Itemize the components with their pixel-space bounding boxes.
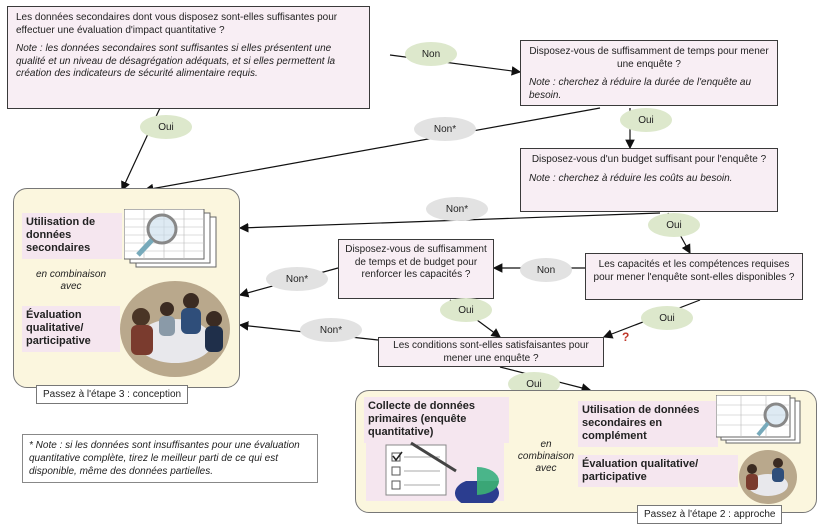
answer-non-star: Non*	[300, 318, 362, 342]
outcome-panel-primary: Collecte de données primaires (enquête q…	[355, 390, 817, 513]
question-text: Les conditions sont-elles satisfaisantes…	[393, 340, 589, 364]
question-text: Disposez-vous de suffisamment de temps e…	[345, 244, 487, 280]
question-text: Disposez-vous de suffisamment de temps p…	[529, 46, 769, 70]
answer-non-star: Non*	[426, 197, 488, 221]
answer-non: Non	[520, 258, 572, 282]
footnote: * Note : si les données sont insuffisant…	[22, 434, 318, 483]
question-build-capacity: Disposez-vous de suffisamment de temps e…	[338, 239, 494, 299]
participatory-group-icon	[739, 450, 797, 504]
question-note: Note : cherchez à réduire les coûts au b…	[529, 172, 733, 184]
data-sheet-icon	[124, 209, 217, 268]
card-qualitative: Évaluation qualitative/ participative	[22, 306, 120, 352]
question-text: Les données secondaires dont vous dispos…	[16, 12, 338, 36]
card-qualitative: Évaluation qualitative/ participative	[578, 455, 738, 488]
question-conditions: Les conditions sont-elles satisfaisantes…	[378, 337, 604, 367]
edge-q2-no	[143, 107, 601, 194]
question-note: Note : cherchez à réduire la durée de l'…	[529, 77, 752, 101]
question-capacities: Les capacités et les compétences requise…	[585, 253, 803, 300]
answer-non-star: Non*	[266, 267, 328, 291]
answer-non: Non	[405, 42, 457, 66]
question-mark: ?	[622, 330, 630, 344]
data-sheet-icon	[716, 395, 801, 444]
card-secondary-complement: Utilisation de données secondaires en co…	[578, 401, 718, 447]
question-budget: Disposez-vous d'un budget suffisant pour…	[520, 148, 778, 212]
answer-oui: Oui	[620, 108, 672, 132]
question-secondary-data: Les données secondaires dont vous dispos…	[7, 6, 370, 109]
next-step-approach[interactable]: Passez à l'étape 2 : approche	[637, 505, 783, 524]
answer-oui: Oui	[641, 306, 693, 330]
survey-form-icon	[366, 441, 504, 503]
answer-oui: Oui	[140, 115, 192, 139]
question-text: Disposez-vous d'un budget suffisant pour…	[531, 154, 767, 165]
question-time: Disposez-vous de suffisamment de temps p…	[520, 40, 778, 106]
answer-oui: Oui	[440, 298, 492, 322]
card-secondary-data: Utilisation de données secondaires	[22, 213, 122, 259]
combo-text: en combinaison avec	[35, 269, 107, 292]
combo-text: en combinaison avec	[517, 439, 575, 474]
outcome-panel-secondary: Utilisation de données secondaires en co…	[13, 188, 240, 388]
question-note: Note : les données secondaires sont suff…	[16, 43, 336, 79]
question-text: Les capacités et les compétences requise…	[593, 259, 795, 283]
next-step-conception[interactable]: Passez à l'étape 3 : conception	[36, 385, 189, 404]
answer-oui: Oui	[648, 213, 700, 237]
card-primary-data: Collecte de données primaires (enquête q…	[364, 397, 509, 443]
answer-non-star: Non*	[414, 117, 476, 141]
participatory-group-icon	[120, 281, 230, 377]
